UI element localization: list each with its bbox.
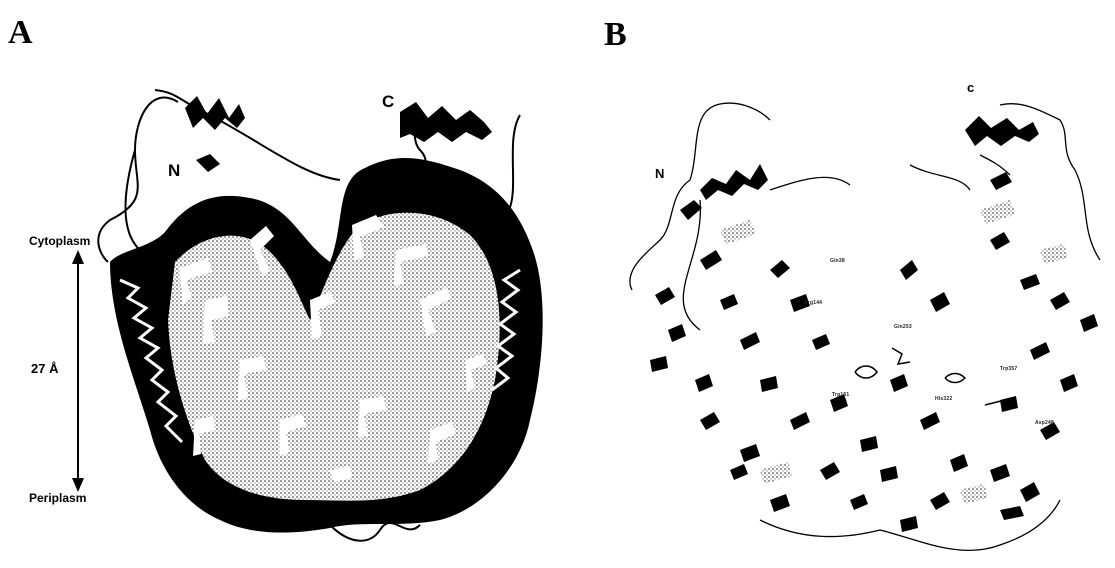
panel-b-n-terminus-label: N	[655, 167, 664, 180]
residue-label: Gln253	[894, 324, 912, 330]
membrane-thickness-arrow	[72, 250, 84, 492]
residue-label: Arg144	[804, 300, 822, 306]
residue-label: Trp161	[832, 392, 849, 398]
cytoplasm-label: Cytoplasm	[29, 235, 90, 247]
residue-label: His322	[935, 396, 952, 402]
periplasm-label: Periplasm	[29, 492, 86, 504]
residue-label: Gln38	[830, 258, 845, 264]
panel-a-c-terminus-label: C	[382, 93, 394, 110]
residue-label: Asp248	[1035, 420, 1054, 426]
panel-a-n-terminus-label: N	[168, 162, 180, 179]
panel-b-c-terminus-label: c	[967, 81, 974, 94]
panel-b-ribbon-structure	[630, 103, 1100, 550]
panel-a-ribbon-structure	[98, 90, 542, 541]
residue-label: Trp357	[1000, 366, 1017, 372]
thickness-label: 27 Å	[31, 362, 58, 375]
